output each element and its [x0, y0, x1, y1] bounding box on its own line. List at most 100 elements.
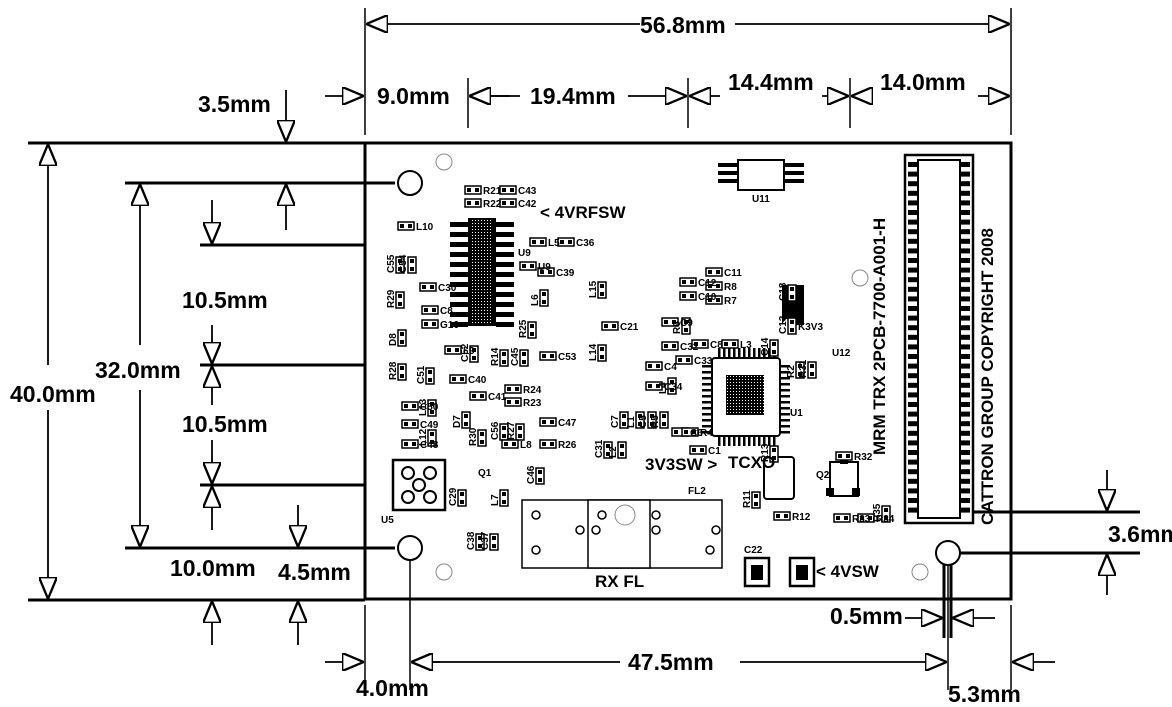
designator-r33: R33 [852, 514, 871, 525]
designator-c53: C53 [558, 352, 577, 363]
designator-c45: C45 [510, 347, 521, 366]
mounting-holes [397, 153, 961, 581]
designator-c18: C18 [778, 282, 789, 301]
label-rx-fl: RX FL [595, 572, 644, 591]
ic-u11 [718, 159, 804, 191]
dim-4-5mm: 4.5mm [278, 559, 351, 585]
dim-40-0mm: 40.0mm [10, 381, 96, 407]
designator-r8: R8 [724, 282, 737, 293]
designator-c56: C56 [490, 421, 501, 440]
designator-r24: R24 [523, 385, 542, 396]
designator-r2: R2 [786, 365, 797, 378]
designator-l14: L14 [588, 343, 599, 361]
designator-c9: C9 [680, 318, 693, 329]
designator-l13: L13 [418, 398, 429, 416]
tcxo [763, 456, 795, 500]
designator-r5: R5 [650, 415, 661, 428]
designator-c52: C52 [460, 343, 471, 362]
designator-c40: C40 [468, 375, 487, 386]
designator-r12: R12 [792, 512, 811, 523]
designator-c36: C36 [576, 238, 595, 249]
designator-r27: R27 [506, 421, 517, 440]
dim-10-5mm-upper: 10.5mm [182, 287, 268, 313]
designator-r14: R14 [490, 347, 501, 366]
designator-r30: R30 [468, 427, 479, 446]
ic-u1 [702, 348, 790, 446]
designator-r35: R35 [872, 503, 883, 522]
designator-r31: R31 [798, 359, 809, 378]
designator-c49: C49 [420, 420, 439, 431]
designator-l9: L9 [463, 346, 475, 357]
designator-l3: L3 [740, 340, 752, 351]
designator-c47: C47 [558, 418, 577, 429]
designator-r21: R21 [483, 186, 502, 197]
label-u11: U11 [752, 194, 770, 205]
designator-c14: C14 [760, 337, 771, 356]
designator-c21: C21 [620, 322, 639, 333]
label-4vrfsw: < 4VRFSW [540, 203, 626, 222]
designator-r34: R34 [876, 514, 895, 525]
designator-l2: L2 [608, 446, 619, 458]
designator-c11: C11 [724, 268, 742, 279]
board-connector [903, 153, 975, 525]
designator-c1: C1 [708, 446, 721, 457]
designator-c12: C12 [698, 278, 717, 289]
designator-c7: C7 [610, 415, 621, 428]
designator-l6: L6 [530, 294, 541, 306]
designator-c34: C34 [664, 382, 683, 393]
label-fl2: FL2 [688, 486, 706, 497]
dim-14-0mm: 14.0mm [880, 69, 966, 95]
designator-r6: R6 [672, 321, 683, 334]
designator-l15: L15 [588, 280, 599, 298]
designator-c51: C51 [416, 365, 427, 384]
designator-l4: L4 [658, 382, 669, 394]
label-q1: Q1 [478, 468, 492, 479]
designator-c8: C8 [440, 306, 453, 317]
designator-r13: R13 [760, 443, 771, 462]
dim-3-5mm: 3.5mm [198, 91, 271, 117]
extension-lines [364, 8, 1012, 690]
dim-5-3mm: 5.3mm [948, 681, 1021, 707]
smd-components [395, 185, 891, 551]
designator-r22: R22 [483, 199, 502, 210]
designator-r29: R29 [386, 289, 397, 308]
designator-l12: L12 [418, 428, 429, 446]
dimension-lines [48, 24, 1107, 662]
label-4vsw: < 4VSW [816, 562, 880, 581]
designator-g16: G16 [440, 320, 459, 331]
designator-r7: R7 [724, 296, 737, 307]
dim-overall-width: 56.8mm [640, 12, 726, 38]
designator-l1: L1 [626, 416, 637, 428]
designator-c46: C46 [526, 465, 537, 484]
dim-3-6mm: 3.6mm [1108, 521, 1172, 547]
designator-c13: C13 [778, 315, 789, 334]
label-u1: U1 [790, 408, 803, 419]
designator-d7: D7 [452, 415, 463, 428]
designator-r26: R26 [558, 440, 577, 451]
designator-r28: R28 [388, 361, 399, 380]
designator-c5: C5 [638, 415, 649, 428]
designator-c29: C29 [448, 487, 459, 506]
designator-l7: L7 [490, 494, 501, 506]
designator-d8: D8 [388, 333, 399, 346]
designator-c54: C54 [398, 254, 409, 273]
designator-c31: C31 [594, 439, 605, 458]
designator-c43: C43 [518, 186, 537, 197]
designator-c4: C4 [664, 362, 677, 373]
board-marking-1: MRM TRX 2PCB-7700-A001-H [870, 218, 889, 455]
label-k3v3: K3V3 [798, 322, 823, 333]
designator-c38: C38 [466, 531, 477, 550]
dim-0-5mm: 0.5mm [830, 603, 903, 629]
designator-c55: C55 [386, 254, 397, 273]
component-u5 [391, 458, 447, 512]
designator-c33: C33 [694, 356, 713, 367]
designator-u9: U9 [538, 262, 551, 273]
label-u9: U9 [518, 248, 531, 259]
designator-r25: R25 [518, 319, 529, 338]
board-marking-2: CATTRON GROUP COPYRIGHT 2008 [978, 228, 997, 525]
designator-r23: R23 [523, 398, 542, 409]
designator-r32: R32 [854, 452, 873, 463]
designator-c50: C50 [420, 402, 439, 413]
